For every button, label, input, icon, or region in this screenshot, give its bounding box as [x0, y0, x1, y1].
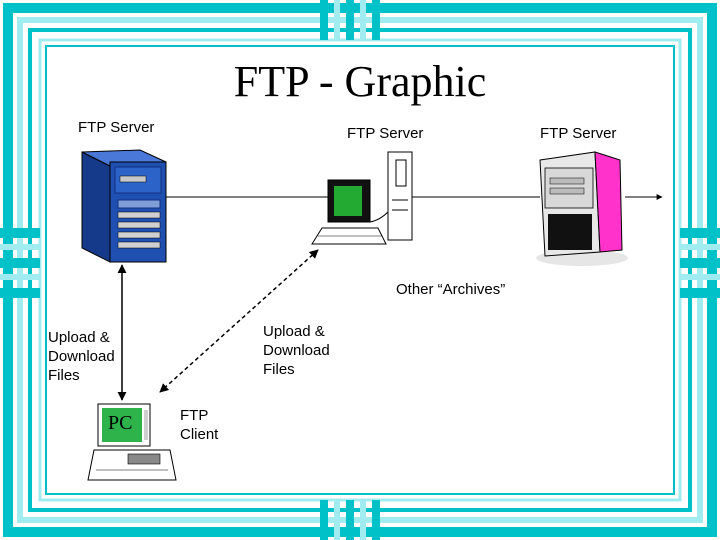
pink-server-tower-icon	[536, 151, 628, 266]
pc-client-computer-icon	[87, 403, 177, 481]
middle-upload-download-label: Upload & Download Files	[263, 323, 330, 378]
server-right-label: FTP Server	[540, 125, 617, 142]
server-middle-label: FTP Server	[347, 125, 424, 142]
workstation-computer-icon	[311, 151, 413, 245]
server-left-label: FTP Server	[78, 119, 155, 136]
other-archives-label: Other “Archives”	[396, 281, 506, 298]
edge-middle-upload-download	[159, 249, 319, 393]
ftp-client-label: FTP Client	[180, 407, 219, 443]
left-upload-download-label: Upload & Download Files	[48, 329, 115, 384]
blue-server-tower-icon	[81, 149, 167, 263]
slide-title: FTP - Graphic	[233, 57, 487, 106]
pc-screen-label: PC	[108, 412, 133, 434]
